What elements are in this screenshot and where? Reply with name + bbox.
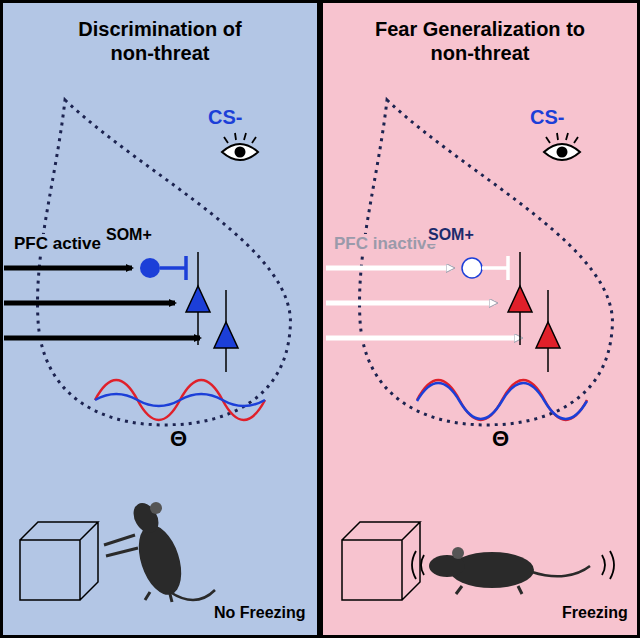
panel-title: Discrimination of non-threat [75, 17, 245, 65]
rhythm-label: Θ [168, 426, 189, 451]
input-label: PFC active [12, 234, 103, 254]
panel-title: Fear Generalization to non-threat [365, 17, 595, 65]
som-neuron-inactive [462, 258, 482, 278]
pyramidal-neurons [186, 252, 238, 372]
mouse-freezing [412, 547, 614, 594]
pyramidal-neurons-active [508, 252, 560, 372]
rhythm-label: Θ [490, 426, 511, 451]
theta-wave [95, 380, 265, 420]
behavior-label: Freezing [560, 604, 630, 622]
behavior-label: No Freezing [212, 604, 308, 622]
input-label: PFC inactive [332, 234, 438, 254]
panel: Fear Generalization to non-threat [320, 0, 640, 638]
mouse-rearing [104, 499, 215, 602]
som-neuron [140, 258, 160, 278]
stimulus-label: CS- [206, 106, 244, 129]
panel: Discrimination of non-threat [0, 0, 320, 638]
pfc-arrows-inactive [326, 268, 520, 338]
cell-label: SOM+ [426, 226, 476, 244]
cell-label: SOM+ [104, 226, 154, 244]
pfc-arrows [4, 268, 200, 338]
stimulus-label: CS- [528, 106, 566, 129]
